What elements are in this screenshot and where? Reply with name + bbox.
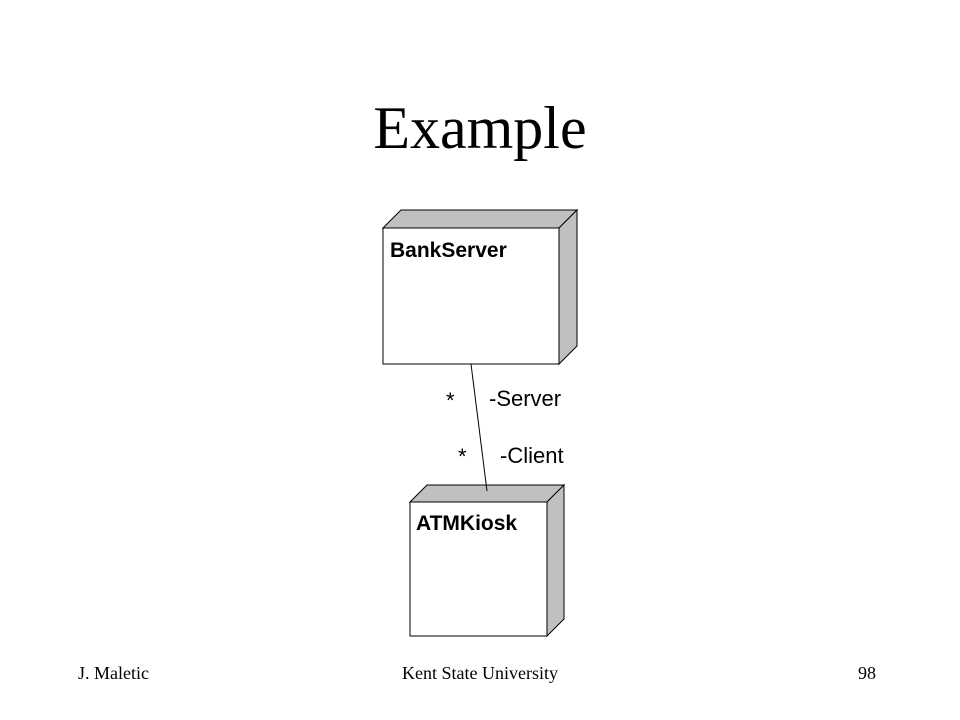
footer-institution: Kent State University [402, 663, 558, 683]
node-atmkiosk-label: ATMKiosk [416, 512, 517, 535]
association-line [470, 363, 488, 492]
node-atmkiosk-side [546, 483, 565, 638]
client-role-label: -Client [500, 443, 564, 468]
node-bankserver-side [558, 208, 578, 366]
footer-page-number: 98 [858, 663, 876, 683]
slide-title: Example [373, 95, 587, 161]
server-multiplicity: * [446, 388, 455, 413]
client-multiplicity: * [458, 444, 467, 469]
node-bankserver-face [382, 227, 560, 365]
server-role-label: -Server [489, 386, 561, 411]
node-atmkiosk: ATMKiosk [408, 483, 566, 638]
node-bankserver-top [381, 209, 579, 229]
node-bankserver-label: BankServer [390, 239, 507, 262]
footer-author: J. Maletic [78, 663, 149, 683]
node-bankserver: BankServer [381, 208, 579, 366]
node-atmkiosk-face [409, 501, 548, 637]
